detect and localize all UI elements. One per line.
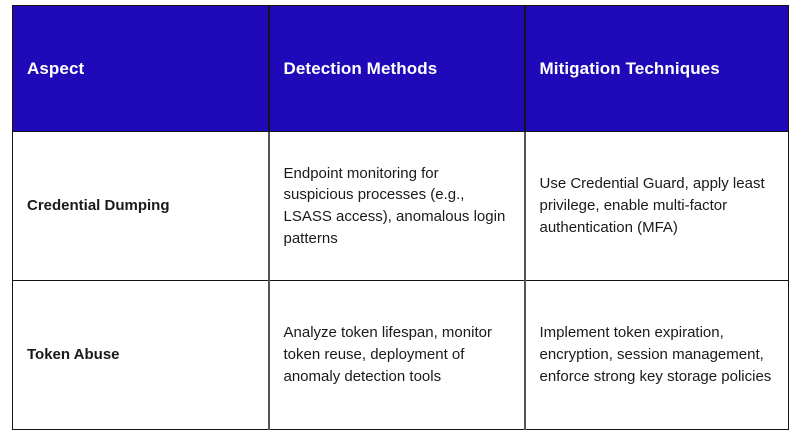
cell-detection-credential-dumping: Endpoint monitoring for suspicious proce… [267, 131, 525, 281]
column-header-detection-methods: Detection Methods [267, 5, 525, 132]
cell-aspect-token-abuse: Token Abuse [12, 280, 269, 430]
cell-aspect-credential-dumping: Credential Dumping [12, 131, 269, 281]
document-canvas: Aspect Detection Methods Mitigation Tech… [12, 5, 789, 430]
cell-detection-token-abuse: Analyze token lifespan, monitor token re… [267, 280, 525, 430]
comparison-table: Aspect Detection Methods Mitigation Tech… [12, 5, 789, 430]
column-header-aspect: Aspect [12, 5, 269, 132]
table-row: Token Abuse Analyze token lifespan, moni… [12, 280, 789, 430]
table-header-row: Aspect Detection Methods Mitigation Tech… [12, 5, 789, 132]
cell-mitigation-credential-dumping: Use Credential Guard, apply least privil… [523, 131, 789, 281]
column-header-mitigation-techniques: Mitigation Techniques [523, 5, 789, 132]
comparison-table-container: Aspect Detection Methods Mitigation Tech… [12, 5, 789, 430]
table-row: Credential Dumping Endpoint monitoring f… [12, 131, 789, 281]
cell-mitigation-token-abuse: Implement token expiration, encryption, … [523, 280, 789, 430]
table-header: Aspect Detection Methods Mitigation Tech… [12, 5, 789, 132]
table-body: Credential Dumping Endpoint monitoring f… [12, 131, 789, 430]
